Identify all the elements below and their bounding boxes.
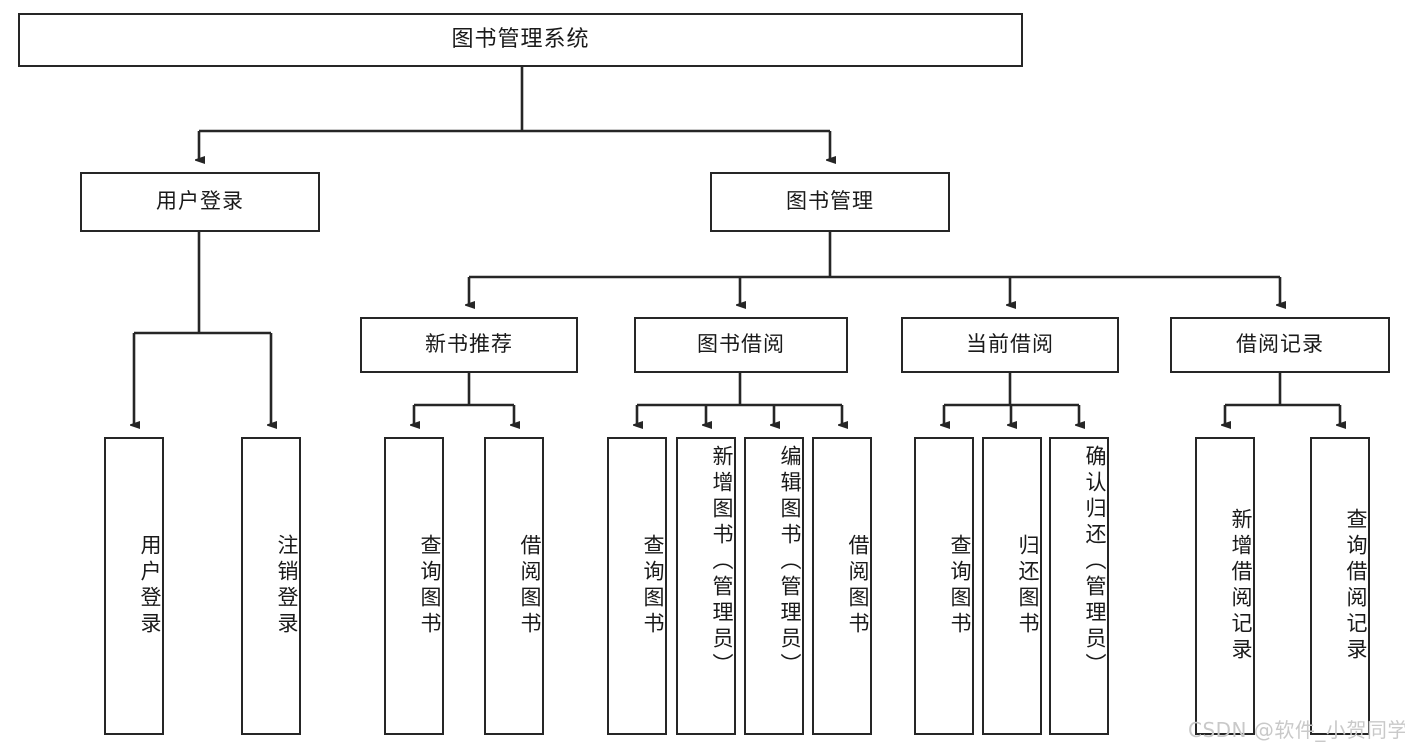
node-label: 编辑图书（管理员） [778, 445, 802, 679]
leaf-current-confirm-return-admin[interactable]: 确认归还（管理员） [1049, 437, 1109, 735]
leaf-current-return-book[interactable]: 归还图书 [982, 437, 1042, 735]
leaf-new-book-query[interactable]: 查询图书 [384, 437, 444, 735]
node-label: 图书管理 [786, 189, 874, 214]
node-user-login[interactable]: 用户登录 [80, 172, 320, 232]
leaf-borrow-borrow-book[interactable]: 借阅图书 [812, 437, 872, 735]
leaf-user-login-logout[interactable]: 注销登录 [241, 437, 301, 735]
leaf-current-query-book[interactable]: 查询图书 [914, 437, 974, 735]
node-label: 新增图书（管理员） [710, 445, 734, 679]
node-borrow-record[interactable]: 借阅记录 [1170, 317, 1390, 373]
node-label: 查询图书 [418, 534, 442, 638]
node-label: 注销登录 [275, 534, 299, 638]
node-label: 归还图书 [1016, 534, 1040, 638]
node-new-book-recommend[interactable]: 新书推荐 [360, 317, 578, 373]
node-book-borrow[interactable]: 图书借阅 [634, 317, 848, 373]
node-current-borrow[interactable]: 当前借阅 [901, 317, 1119, 373]
node-label: 借阅图书 [846, 534, 870, 638]
leaf-record-query-record[interactable]: 查询借阅记录 [1310, 437, 1370, 735]
node-label: 当前借阅 [966, 332, 1054, 357]
node-label: 图书借阅 [697, 332, 785, 357]
node-root-book-management-system[interactable]: 图书管理系统 [18, 13, 1023, 67]
node-label: 查询图书 [641, 534, 665, 638]
node-label: 借阅记录 [1236, 332, 1324, 357]
csdn-watermark: CSDN @软件_小贺同学 [1188, 718, 1405, 742]
node-label: 图书管理系统 [451, 26, 590, 52]
node-label: 确认归还（管理员） [1083, 445, 1107, 679]
leaf-borrow-add-book-admin[interactable]: 新增图书（管理员） [676, 437, 736, 735]
node-book-management[interactable]: 图书管理 [710, 172, 950, 232]
node-label: 查询借阅记录 [1344, 508, 1368, 664]
node-label: 新增借阅记录 [1229, 508, 1253, 664]
leaf-new-book-borrow[interactable]: 借阅图书 [484, 437, 544, 735]
leaf-borrow-query-book[interactable]: 查询图书 [607, 437, 667, 735]
node-label: 用户登录 [138, 534, 162, 638]
node-label: 查询图书 [948, 534, 972, 638]
node-label: 借阅图书 [518, 534, 542, 638]
node-label: 用户登录 [156, 189, 244, 214]
node-label: 新书推荐 [425, 332, 513, 357]
leaf-user-login-login[interactable]: 用户登录 [104, 437, 164, 735]
leaf-borrow-edit-book-admin[interactable]: 编辑图书（管理员） [744, 437, 804, 735]
leaf-record-add-record[interactable]: 新增借阅记录 [1195, 437, 1255, 735]
